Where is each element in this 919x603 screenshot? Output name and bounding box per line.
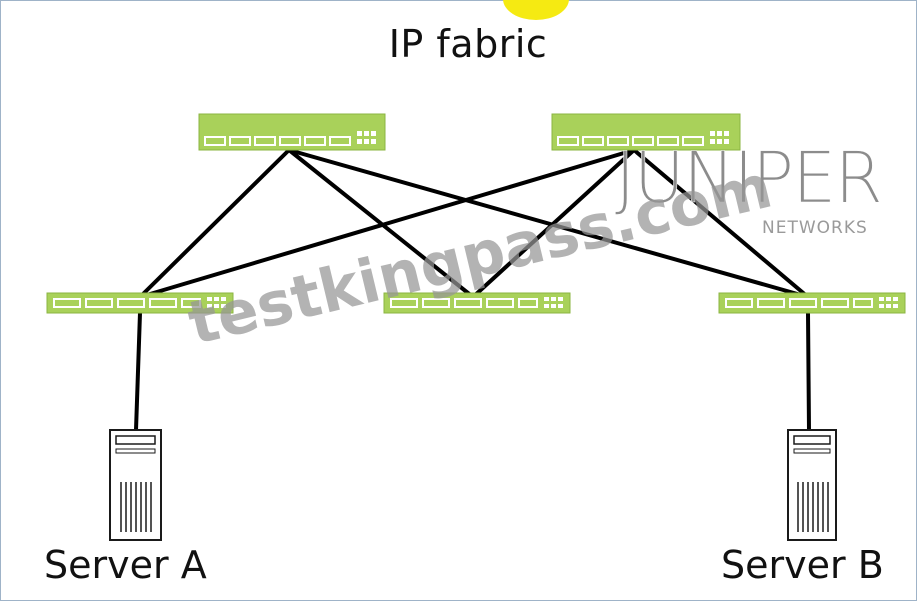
leaf-switch-3 xyxy=(718,292,906,314)
link-spine1-leaf1 xyxy=(138,148,291,299)
leaf-switch-2 xyxy=(383,292,571,314)
link-spine1-leaf3 xyxy=(287,148,810,299)
highlight-dot xyxy=(503,0,569,20)
link-spine2-leaf1 xyxy=(138,148,636,299)
server-b-icon xyxy=(787,429,837,541)
link-spine2-leaf2 xyxy=(471,148,636,299)
fabric-links xyxy=(134,148,811,432)
spine-switch-2 xyxy=(551,113,741,151)
server-b-label: Server B xyxy=(721,543,884,587)
juniper-logo: JUNIPER xyxy=(615,137,883,219)
server-a-label: Server A xyxy=(44,543,207,587)
link-leaf3-server-b xyxy=(806,311,811,432)
link-spine2-leaf3 xyxy=(632,148,810,299)
juniper-logo-networks: NETWORKS xyxy=(762,218,868,238)
server-a-icon xyxy=(109,429,162,541)
diagram-title: IP fabric xyxy=(388,22,548,66)
spine-switch-1 xyxy=(198,113,386,151)
leaf-switch-1 xyxy=(46,292,234,314)
link-leaf1-server-a xyxy=(134,311,142,432)
